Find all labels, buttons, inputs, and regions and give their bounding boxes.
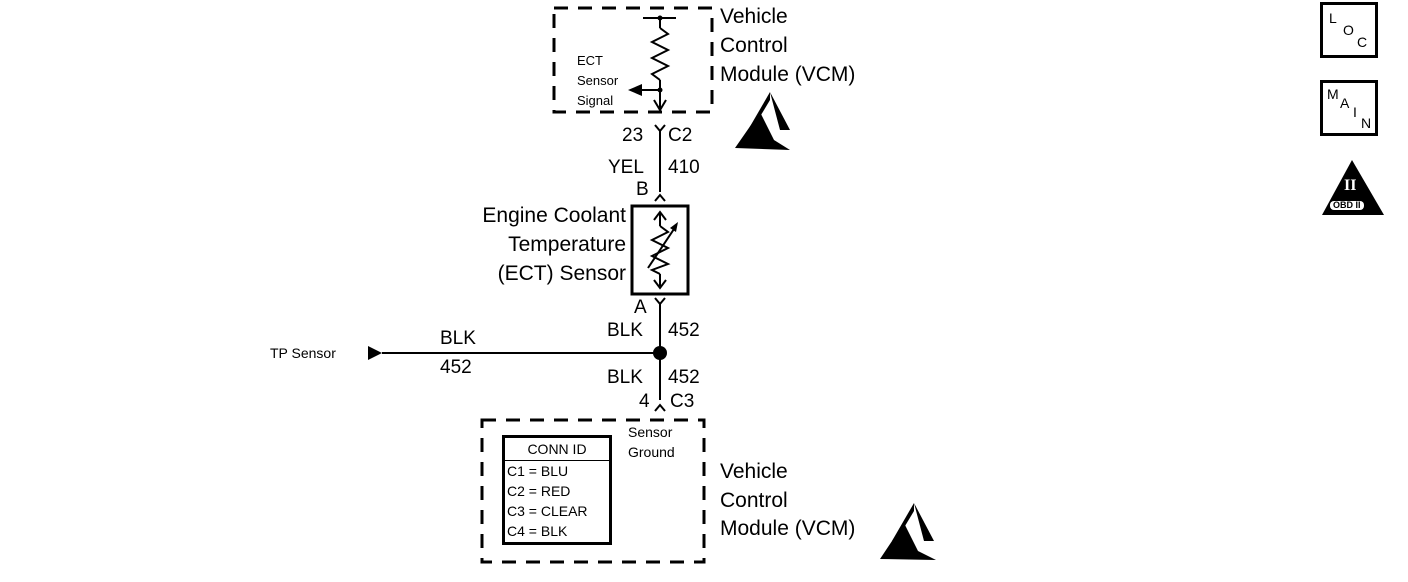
sensor-name-line-2: Temperature [508,233,626,256]
bottom-module-boundary [480,418,706,564]
sensor-name-line-3: (ECT) Sensor [497,262,626,285]
connector-id-row: C4 = BLK [507,523,568,539]
arrow-right-icon [368,346,382,360]
main-letter: A [1340,95,1350,111]
signal-arrow-icon [628,84,642,96]
connector-c2-symbol [654,124,666,133]
top-module-name-line-1: Vehicle [720,5,788,28]
pullup-resistor-icon [636,17,676,112]
bottom-module-name-line-1: Vehicle [720,460,788,483]
connector-id-row: C1 = BLU [507,463,569,479]
ect-signal-label-2: Sensor [577,73,619,88]
tp-wire-circuit: 452 [440,357,472,378]
sensor-name-line-1: Engine Coolant [482,204,626,227]
main-letter: I [1353,104,1357,120]
connector-c3-id: C3 [670,391,695,412]
connector-id-table: CONN ID C1 = BLU C2 = RED C3 = CLEAR C4 … [502,435,612,545]
tp-wire-color: BLK [440,328,476,349]
connector-id-title: CONN ID [505,438,609,461]
esd-warning-icon [735,92,790,150]
sensor-pin-a: A [634,297,647,318]
middle-lower-wire-circuit: 452 [668,367,700,388]
connector-c2-id: C2 [668,125,693,146]
sensor-ground-label-1: Sensor [628,424,673,440]
connector-id-row: C3 = CLEAR [507,503,588,519]
loc-letter: O [1343,22,1354,38]
sensor-pin-b: B [636,179,649,200]
thermistor-icon [647,210,677,290]
middle-upper-wire-circuit: 452 [668,320,700,341]
main-letter: M [1327,86,1339,102]
middle-lower-wire-color: BLK [607,367,643,388]
loc-letter: L [1329,10,1337,26]
middle-upper-wire-color: BLK [607,320,643,341]
top-module-name-line-2: Control [720,34,788,57]
sensor-ground-label-2: Ground [628,444,675,460]
connector-c3-pin: 4 [639,391,650,412]
connector-id-row: C2 = RED [507,483,571,499]
obd-numeral: II [1344,177,1357,194]
bottom-module-name-line-2: Control [720,489,788,512]
ect-sensor-body [630,204,690,296]
upper-wire-circuit: 410 [668,157,700,178]
upper-wire-color: YEL [608,157,644,178]
connector-c2-pin: 23 [622,125,644,146]
connector-c3-symbol [654,403,666,412]
loc-letter: C [1357,34,1368,50]
bottom-module-name-line-3: Module (VCM) [720,517,856,540]
obd-label: OBD II [1330,201,1364,210]
top-module-name-line-3: Module (VCM) [720,63,856,86]
ect-signal-label-3: Signal [577,93,614,108]
ect-signal-label-1: ECT [577,53,603,68]
location-icon[interactable]: L O C [1320,2,1378,58]
esd-warning-icon [880,503,936,560]
main-icon[interactable]: M A I N [1320,80,1378,136]
main-letter: N [1361,115,1372,131]
top-module-boundary [552,6,714,114]
tp-sensor-label: TP Sensor [270,345,336,361]
connector-b-symbol [654,193,666,202]
connector-a-symbol [654,297,666,306]
